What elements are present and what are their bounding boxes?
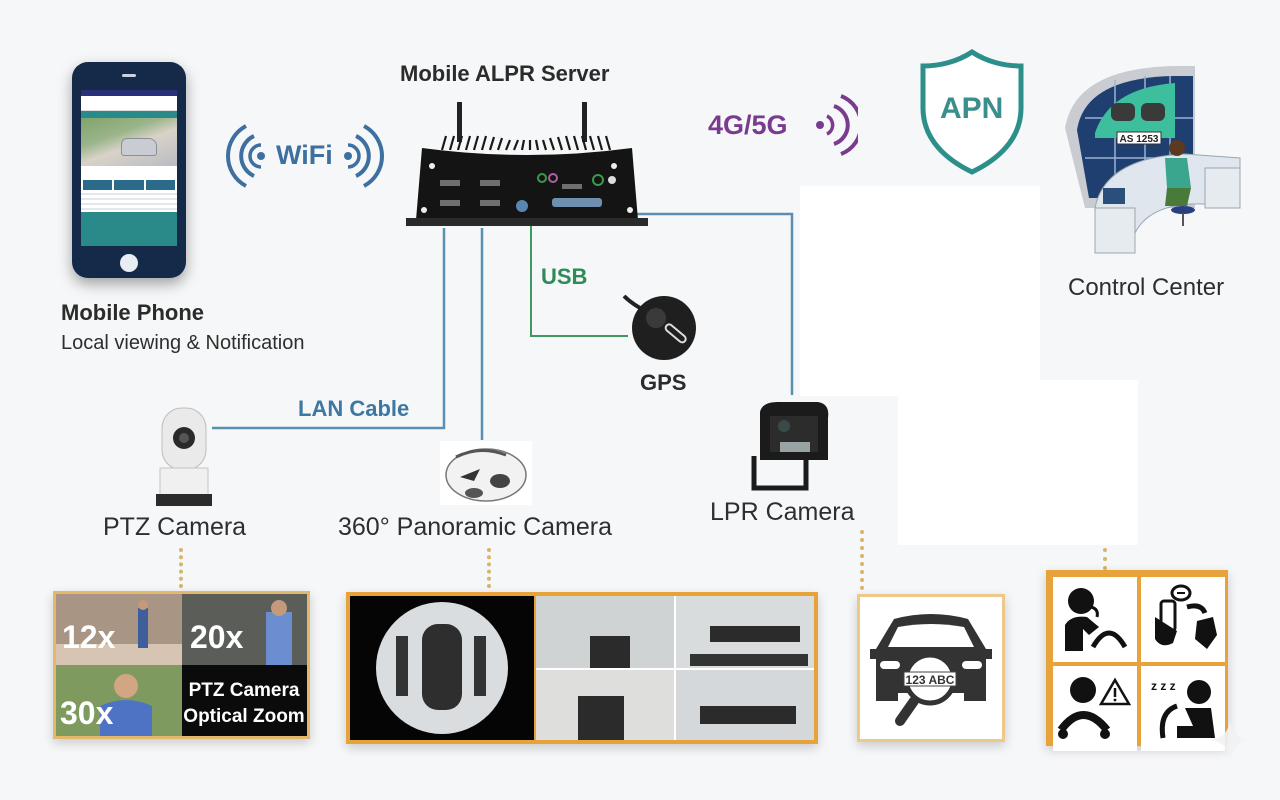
apn-label: APN bbox=[940, 92, 1004, 125]
screen-plate-text: AS 1253 bbox=[1120, 134, 1159, 145]
ptz-camera-label: PTZ Camera bbox=[103, 513, 247, 541]
distracted-warning-icon bbox=[1057, 677, 1132, 739]
connector-lpr bbox=[860, 530, 864, 590]
wifi-label: WiFi bbox=[276, 140, 333, 170]
lpr-plate-text: 123 ABC bbox=[906, 673, 955, 687]
phone-home-button bbox=[120, 254, 138, 272]
phone-speaker bbox=[122, 74, 136, 77]
lan-line-ptz bbox=[212, 228, 446, 430]
phone-subtitle: Local viewing & Notification bbox=[61, 332, 305, 354]
gps-receiver-device bbox=[622, 294, 696, 360]
lpr-camera-device bbox=[751, 402, 829, 491]
zoom-level-12x: 12x bbox=[62, 619, 116, 655]
ptz-caption-line2: Optical Zoom bbox=[183, 706, 304, 727]
drowsy-icon: z z z bbox=[1151, 679, 1215, 739]
usb-line-gps bbox=[530, 192, 628, 337]
cellular-waves-icon bbox=[816, 94, 858, 156]
alpr-server-device bbox=[406, 102, 648, 226]
sparkle-watermark-icon bbox=[1210, 720, 1250, 760]
lan-cable-label: LAN Cable bbox=[298, 396, 410, 421]
zoom-level-30x: 30x bbox=[60, 695, 114, 731]
apn-shield-icon bbox=[920, 48, 1024, 175]
server-title: Mobile ALPR Server bbox=[400, 61, 610, 86]
connector-behavior bbox=[1103, 548, 1107, 570]
phone-title: Mobile Phone bbox=[61, 300, 204, 325]
phone-use-icon bbox=[1065, 588, 1128, 651]
cellular-label: 4G/5G bbox=[708, 110, 788, 140]
wifi-left-waves-icon bbox=[226, 124, 265, 188]
wifi-right-waves-icon bbox=[344, 124, 384, 188]
connector-panoramic bbox=[487, 548, 491, 588]
blank-region bbox=[800, 186, 1040, 396]
lan-line-lpr bbox=[636, 212, 794, 395]
phone-screen bbox=[81, 90, 177, 246]
driver-behavior-panel: z z z bbox=[1046, 570, 1228, 751]
panoramic-camera-label: 360° Panoramic Camera bbox=[338, 513, 613, 541]
usb-label: USB bbox=[541, 264, 588, 289]
mobile-phone-device bbox=[72, 62, 186, 278]
phone-car-photo bbox=[81, 118, 177, 166]
panoramic-split-view-4 bbox=[676, 670, 814, 740]
panoramic-views-panel bbox=[346, 592, 818, 744]
panoramic-camera-device bbox=[440, 441, 532, 505]
connector-ptz bbox=[179, 548, 183, 588]
control-center-illustration: AS 1253 bbox=[1065, 66, 1241, 254]
control-center-label: Control Center bbox=[1068, 274, 1225, 301]
blank-region-lower bbox=[898, 380, 1138, 545]
ptz-caption-line1: PTZ Camera bbox=[189, 680, 300, 701]
lpr-camera-label: LPR Camera bbox=[710, 498, 855, 526]
ptz-camera-device bbox=[156, 407, 212, 506]
gps-label: GPS bbox=[640, 370, 687, 395]
svg-text:z z z: z z z bbox=[1151, 679, 1176, 693]
lpr-recognition-panel: 123 ABC bbox=[857, 594, 1005, 742]
texting-icon bbox=[1155, 584, 1217, 649]
ptz-zoom-panel: 12x 20x 30x PTZ Camera Optical Zoom bbox=[53, 591, 310, 739]
zoom-level-20x: 20x bbox=[190, 619, 244, 655]
